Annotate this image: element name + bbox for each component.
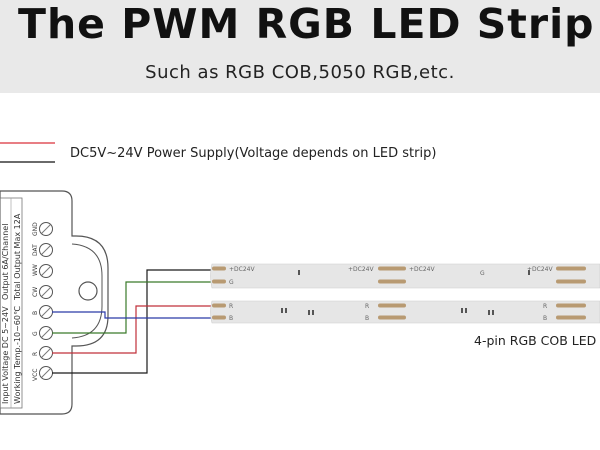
strip-component <box>461 308 463 313</box>
strip-pad <box>378 315 406 320</box>
page-subtitle: Such as RGB COB,5050 RGB,etc. <box>145 62 455 83</box>
strip-component <box>281 308 283 313</box>
strip-pad-label: B <box>365 315 369 322</box>
pin-label-ww: WW <box>32 264 39 276</box>
pin-label-dat: DAT <box>32 244 39 256</box>
led-strip-top: +DC24V G +DC24V +DC24V G +DC24V <box>210 263 600 289</box>
strip-pad <box>212 315 226 320</box>
pin-label-b: B <box>32 311 39 315</box>
strip-pad-label: G <box>480 270 485 277</box>
spec-total-output: Total Output Max 12A <box>13 213 22 301</box>
strip-pad <box>556 279 586 284</box>
strip-pad-label: R <box>229 303 233 310</box>
strip-component <box>488 310 490 315</box>
strip-type-label: 4-pin RGB COB LED <box>474 333 597 348</box>
pin-label-gnd: GND <box>32 222 39 236</box>
strip-pad <box>556 303 586 308</box>
strip-pad <box>378 279 406 284</box>
strip-component <box>528 270 530 275</box>
strip-pad-label: +DC24V <box>527 266 553 273</box>
wire-green <box>52 281 212 334</box>
wire-vcc-black <box>52 269 212 374</box>
mount-hole <box>78 281 98 301</box>
strip-pad-label: R <box>543 303 547 310</box>
pin-label-vcc: VCC <box>32 369 39 381</box>
strip-pad <box>378 266 406 271</box>
strip-pad-label: G <box>229 279 234 286</box>
strip-pad-label: B <box>543 315 547 322</box>
wire-red <box>52 305 212 354</box>
strip-pad <box>556 266 586 271</box>
strip-pad <box>212 303 226 308</box>
strip-pad-label: B <box>229 315 233 322</box>
strip-pad-label: +DC24V <box>229 266 255 273</box>
strip-pad <box>378 303 406 308</box>
strip-component <box>492 310 494 315</box>
spec-working-temp: Working Temp.-10~60℃ <box>13 306 22 404</box>
strip-pad-label: +DC24V <box>348 266 374 273</box>
page-title: The PWM RGB LED Strip <box>18 0 595 48</box>
strip-pad <box>212 266 226 271</box>
pin-label-cw: CW <box>32 287 39 297</box>
strip-component <box>285 308 287 313</box>
strip-component <box>308 310 310 315</box>
strip-pad-label: R <box>365 303 369 310</box>
spec-output-channel: Output 6A/Channel <box>1 224 10 300</box>
led-strip-bottom: R B R B R B <box>210 300 600 324</box>
strip-pad <box>556 315 586 320</box>
strip-pad-label: +DC24V <box>409 266 435 273</box>
wire-blue <box>52 311 212 319</box>
pin-label-r: R <box>32 352 39 356</box>
spec-input-voltage: Input Voltage DC 5~24V <box>1 306 10 404</box>
pin-label-g: G <box>32 331 39 336</box>
header-banner: The PWM RGB LED Strip Such as RGB COB,50… <box>0 0 600 93</box>
power-supply-label: DC5V~24V Power Supply(Voltage depends on… <box>70 146 437 161</box>
strip-pad <box>212 279 226 284</box>
strip-component <box>465 308 467 313</box>
strip-component <box>312 310 314 315</box>
strip-component <box>298 270 300 275</box>
